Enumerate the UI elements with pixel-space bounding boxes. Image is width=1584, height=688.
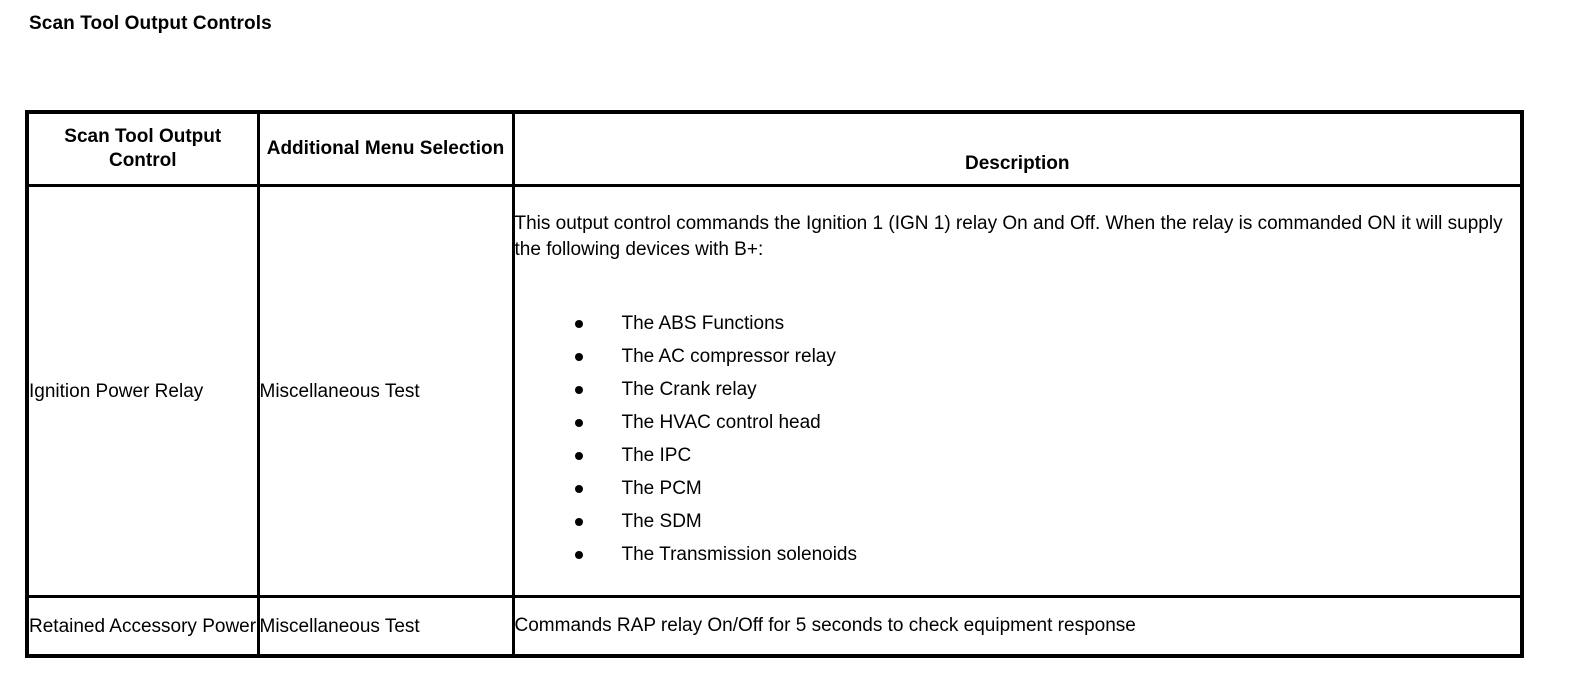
scan-tool-output-controls-table: Scan Tool Output Control Additional Menu…: [25, 110, 1524, 658]
table-header-row: Scan Tool Output Control Additional Menu…: [25, 110, 1524, 187]
list-item-label: The AC compressor relay: [621, 346, 836, 367]
description-intro-text: This output control commands the Ignitio…: [514, 213, 1503, 260]
bullet-icon: [574, 320, 583, 328]
list-item: The HVAC control head: [515, 406, 1521, 439]
list-item-label: The Transmission solenoids: [621, 544, 858, 565]
list-item: The Crank relay: [515, 373, 1521, 406]
column-header-additional-menu-selection: Additional Menu Selection: [256, 110, 515, 187]
cell-description: Commands RAP relay On/Off for 5 seconds …: [511, 595, 1524, 658]
cell-output-control-name: Retained Accessory Power: [25, 595, 260, 658]
list-item-label: The IPC: [621, 445, 692, 466]
table-body: Ignition Power Relay Miscellaneous Test …: [25, 184, 1524, 658]
table-row: Ignition Power Relay Miscellaneous Test …: [25, 184, 1524, 598]
scan-tool-output-controls-table-wrapper: Scan Tool Output Control Additional Menu…: [25, 110, 1524, 658]
bullet-icon: [574, 419, 583, 427]
list-item: The Transmission solenoids: [515, 538, 1521, 571]
table-row: Retained Accessory Power Miscellaneous T…: [25, 595, 1524, 658]
list-item: The PCM: [515, 472, 1521, 505]
bullet-icon: [574, 518, 583, 526]
bullet-icon: [574, 485, 583, 493]
list-item-label: The ABS Functions: [621, 313, 785, 334]
cell-output-control-name: Ignition Power Relay: [25, 184, 260, 598]
cell-additional-menu-selection: Miscellaneous Test: [256, 184, 515, 598]
list-item: The SDM: [515, 505, 1521, 538]
cell-additional-menu-selection: Miscellaneous Test: [256, 595, 515, 658]
supplied-devices-list: The ABS Functions The AC compressor rela…: [515, 307, 1521, 571]
bullet-icon: [574, 386, 583, 394]
list-item: The ABS Functions: [515, 307, 1521, 340]
cell-description: This output control commands the Ignitio…: [511, 184, 1524, 598]
list-item: The AC compressor relay: [515, 340, 1521, 373]
column-header-description: Description: [511, 110, 1524, 187]
list-item-label: The PCM: [621, 478, 702, 499]
bullet-icon: [574, 452, 583, 460]
bullet-icon: [574, 551, 583, 559]
list-item-label: The SDM: [621, 511, 702, 532]
column-header-scan-tool-output-control: Scan Tool Output Control: [25, 110, 260, 187]
list-item-label: The HVAC control head: [621, 412, 821, 433]
bullet-icon: [574, 353, 583, 361]
page-title: Scan Tool Output Controls: [29, 13, 272, 34]
list-item: The IPC: [515, 439, 1521, 472]
table-header: Scan Tool Output Control Additional Menu…: [25, 110, 1524, 187]
list-item-label: The Crank relay: [621, 379, 757, 400]
